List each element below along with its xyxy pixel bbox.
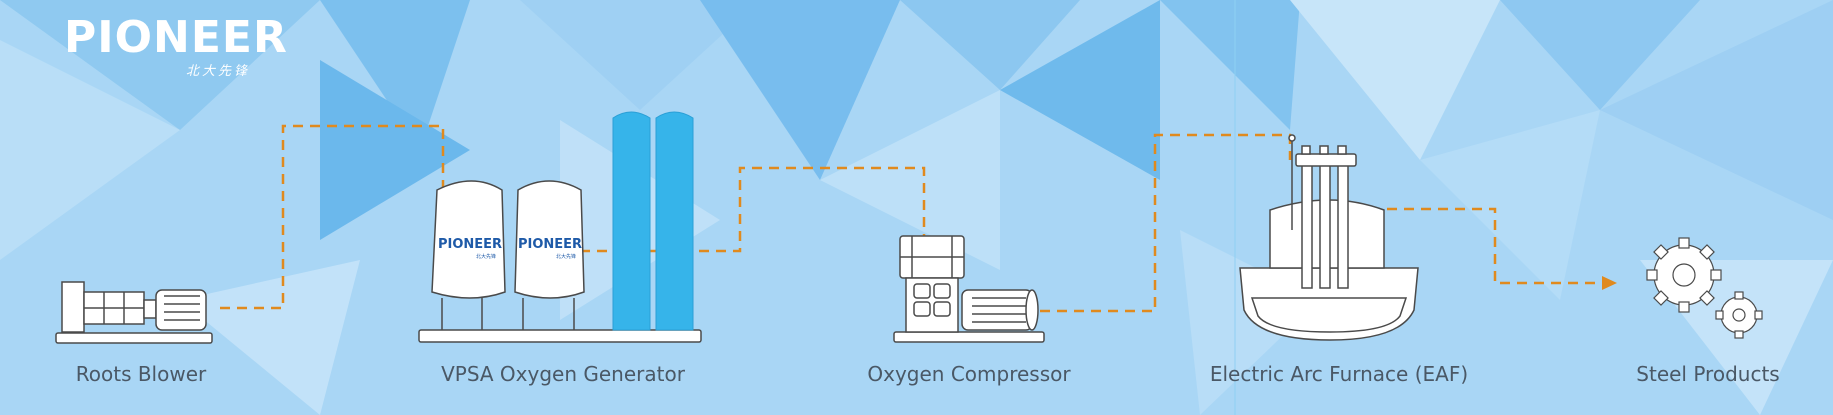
large-gear-icon [1646,237,1722,313]
tank-logo-right: PIONEER [518,237,582,252]
steel-products-illustration [1646,237,1763,339]
pioneer-logo: PIONEER 北大先锋 [64,12,288,80]
roots-blower-illustration [55,281,213,344]
small-gear-icon [1715,291,1763,339]
flow-line-compressor-to-eaf [1040,133,1292,313]
label-steel-products: Steel Products [1636,362,1780,386]
logo-subtitle: 北大先锋 [186,64,251,79]
label-electric-arc-furnace: Electric Arc Furnace (EAF) [1209,362,1469,386]
flow-arrow-head [1602,276,1617,290]
label-roots-blower: Roots Blower [75,362,207,386]
tank-logo-left: PIONEER [438,237,502,252]
label-oxygen-compressor: Oxygen Compressor [867,362,1071,386]
flow-line-blower-to-vpsa [220,124,445,310]
tank-logo-right-sub: 北大先锋 [556,253,576,260]
vpsa-oxygen-generator-illustration: PIONEER 北大先锋 PIONEER 北大先锋 [418,111,702,343]
tank-logo-left-sub: 北大先锋 [476,253,496,260]
logo-wordmark: PIONEER [64,12,288,63]
electric-arc-furnace-illustration [1239,134,1419,341]
flow-line-eaf-to-steel [1370,207,1602,285]
oxygen-compressor-illustration [893,235,1045,343]
label-vpsa-oxygen-generator: VPSA Oxygen Generator [441,362,685,386]
